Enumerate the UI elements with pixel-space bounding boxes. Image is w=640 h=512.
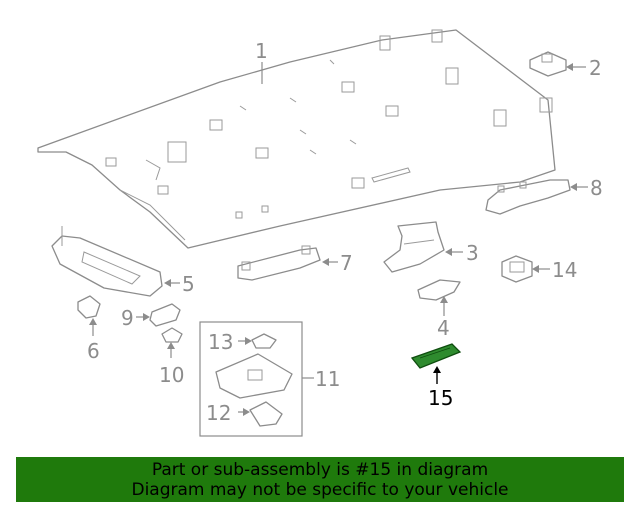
callout-9[interactable]: 9	[121, 306, 134, 330]
part-9-holder	[149, 303, 181, 327]
callout-14[interactable]: 14	[552, 258, 577, 282]
part-1-headliner	[37, 29, 556, 249]
info-banner: Part or sub-assembly is #15 in diagram D…	[16, 457, 624, 502]
callout-5[interactable]: 5	[182, 272, 195, 296]
part-3-console	[383, 221, 445, 273]
part-7-grip	[237, 245, 321, 281]
callout-10[interactable]: 10	[159, 363, 184, 387]
part-4-holder	[417, 279, 461, 301]
callout-12[interactable]: 12	[206, 401, 231, 425]
callout-8[interactable]: 8	[590, 176, 603, 200]
part-8-bracket	[485, 179, 571, 215]
callout-3[interactable]: 3	[466, 241, 479, 265]
part-2-clip	[529, 51, 567, 77]
banner-line-1: Part or sub-assembly is #15 in diagram	[151, 460, 489, 480]
callout-4[interactable]: 4	[437, 316, 450, 340]
part-10-clip	[161, 327, 183, 343]
banner-line-2: Diagram may not be specific to your vehi…	[131, 480, 509, 500]
part-5-sun-visor	[51, 226, 163, 297]
callout-1[interactable]: 1	[255, 39, 268, 63]
part-14-lamp	[501, 255, 533, 283]
callout-15[interactable]: 15	[428, 386, 453, 410]
callout-2[interactable]: 2	[589, 56, 602, 80]
part-15-highlighted[interactable]	[410, 343, 462, 369]
part-6-hook	[77, 295, 101, 319]
callout-6[interactable]: 6	[87, 339, 100, 363]
callout-7[interactable]: 7	[340, 251, 353, 275]
parts-diagram: 1 2 8 3 14 4 15	[37, 29, 603, 437]
callout-13[interactable]: 13	[208, 330, 233, 354]
callout-11[interactable]: 11	[315, 367, 340, 391]
